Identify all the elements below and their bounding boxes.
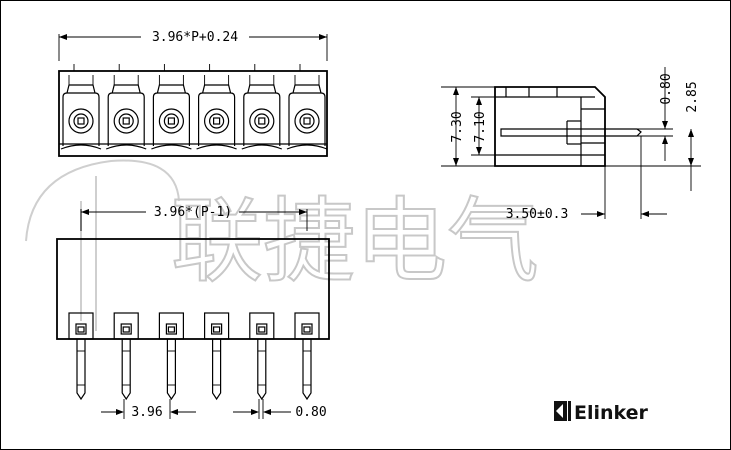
front-pin: [294, 312, 320, 401]
dim-top-width: 3.96*P+0.24: [152, 30, 238, 45]
dim-pitch-total: 3.96*(P-1): [154, 205, 232, 220]
top-pin-cell: [286, 64, 328, 150]
front-pin: [204, 312, 230, 401]
front-pin: [68, 312, 94, 401]
top-pin-cell: [105, 64, 147, 150]
elinker-icon: [554, 401, 571, 421]
watermark-text: 联捷电气: [171, 188, 539, 295]
brand-name: Elinker: [574, 402, 649, 424]
top-pin-cell: [151, 64, 192, 150]
front-pin: [158, 312, 184, 401]
front-pin: [249, 312, 275, 401]
dim-pin-width: 0.80: [295, 405, 326, 420]
dim-side-pin-height: 2.85: [685, 81, 700, 112]
dim-side-height-outer: 7.30: [450, 111, 465, 142]
dim-pitch: 3.96: [131, 405, 162, 420]
front-pin: [113, 312, 139, 401]
dim-side-pin-offset: 0.80: [659, 73, 674, 104]
top-pin-cell: [60, 64, 102, 150]
top-view: 3.96*P+0.24: [58, 30, 328, 157]
side-view: 7.30 7.10 0.80 2.85 3.50±0.3: [441, 67, 701, 222]
dim-pin-length: 3.50±0.3: [506, 207, 569, 222]
front-view: 3.96*(P-1) 3.96 0.80: [56, 205, 330, 420]
dim-side-height-inner: 7.10: [473, 111, 488, 142]
top-pin-cell: [241, 64, 283, 150]
watermark: 联捷电气: [25, 159, 540, 331]
brand-logo: Elinker: [554, 401, 649, 424]
top-pin-cell: [196, 64, 237, 150]
